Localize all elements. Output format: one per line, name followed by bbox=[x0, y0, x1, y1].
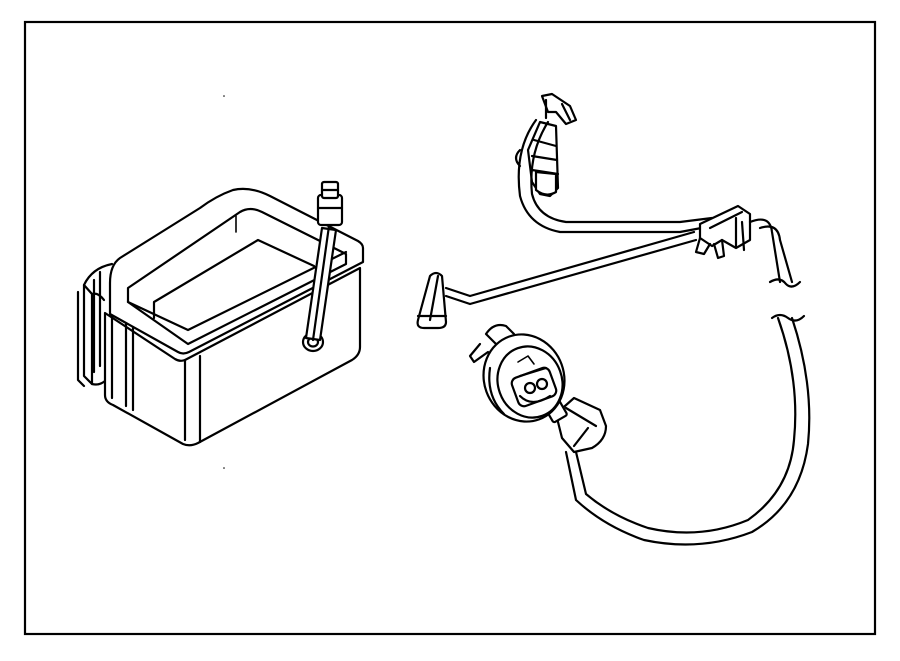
sensor-grommet bbox=[468, 323, 566, 423]
battery-box bbox=[76, 180, 365, 447]
temperature-sensor bbox=[416, 92, 752, 330]
sensor-probe-tip bbox=[416, 271, 448, 330]
battery-box-opening bbox=[126, 207, 348, 346]
sensor-connector-clip bbox=[698, 204, 752, 250]
figure-frame bbox=[23, 20, 877, 636]
battery-box-bracket bbox=[76, 262, 114, 388]
harness-connector bbox=[554, 396, 608, 454]
battery-box-front-face bbox=[103, 266, 362, 447]
wiring-harness bbox=[544, 218, 811, 546]
vent-tube-fitting bbox=[316, 193, 344, 227]
harness-break-mark bbox=[768, 278, 802, 288]
